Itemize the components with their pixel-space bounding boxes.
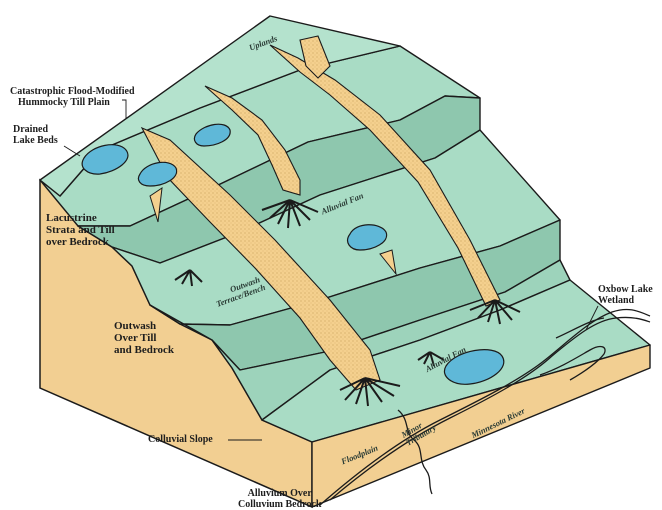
label-lacustrine-line3: over Bedrock <box>46 236 115 248</box>
label-alluvium-line1: Alluvium Over <box>238 488 321 499</box>
label-colluvial-slope-text: Colluvial Slope <box>148 434 213 445</box>
label-lacustrine: Lacustrine Strata and Till over Bedrock <box>46 212 115 248</box>
label-colluvial-slope: Colluvial Slope <box>148 434 213 445</box>
label-outwash-line3: and Bedrock <box>114 344 174 356</box>
label-outwash-line1: Outwash <box>114 320 174 332</box>
label-alluvium-line2: Colluvium Bedrock <box>238 499 321 510</box>
label-catastrophic-flood: Catastrophic Flood-Modified Hummocky Til… <box>10 86 135 108</box>
label-drained-lake-line2: Lake Beds <box>13 135 58 146</box>
label-outwash-line2: Over Till <box>114 332 174 344</box>
label-catastrophic-flood-line2: Hummocky Till Plain <box>10 97 135 108</box>
label-oxbow-line1: Oxbow Lake <box>598 284 653 295</box>
label-oxbow-line2: Wetland <box>598 295 653 306</box>
label-lacustrine-line2: Strata and Till <box>46 224 115 236</box>
label-drained-lake-line1: Drained <box>13 124 58 135</box>
label-alluvium: Alluvium Over Colluvium Bedrock <box>238 488 321 510</box>
label-outwash: Outwash Over Till and Bedrock <box>114 320 174 356</box>
label-catastrophic-flood-line1: Catastrophic Flood-Modified <box>10 86 135 97</box>
label-lacustrine-line1: Lacustrine <box>46 212 115 224</box>
label-oxbow-lake: Oxbow Lake Wetland <box>598 284 653 306</box>
label-drained-lake-beds: Drained Lake Beds <box>13 124 58 146</box>
